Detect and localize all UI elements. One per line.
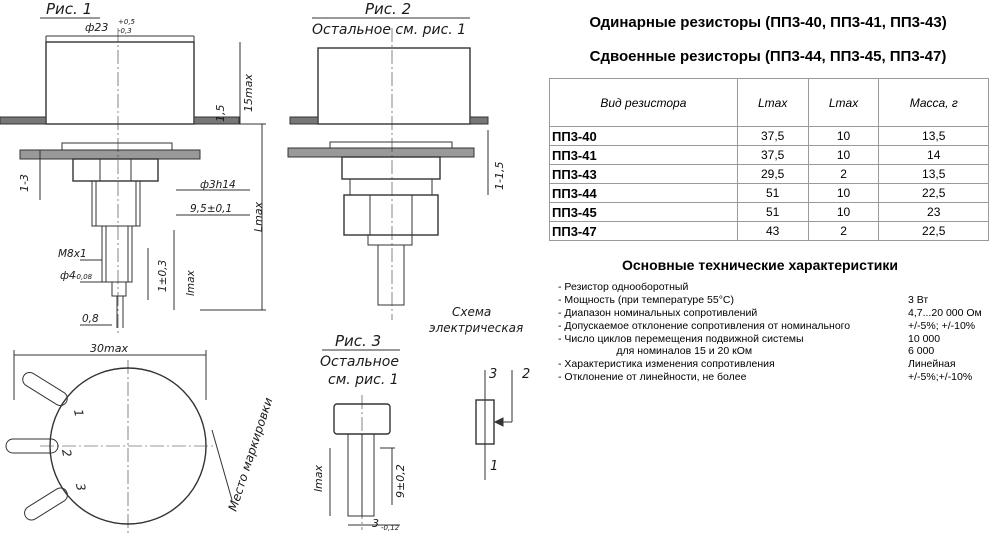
fig1-title: Рис. 1 [46,0,92,18]
fig1-dim-4: ф4 [60,270,76,282]
figure-1 [0,17,266,335]
cell-lmax: 37,5 [736,126,809,146]
fig1-dim-lmax-small: lmax [185,269,197,296]
cell-type: ПП3-43 [549,164,738,184]
char-value: +/-5%;+/-10% [908,371,973,384]
char-label: - Диапазон номинальных сопротивлений [558,306,758,319]
char-label: - Отклонение от линейности, не более [558,371,747,384]
char-label: - Резистор однооборотный [558,281,689,293]
fig3-title: Рис. 3 [335,332,381,350]
char-label: - Допускаемое отклонение сопротивления о… [558,319,851,332]
cell-lmax-small: 10 [807,183,880,203]
fig1-dim-4-tol: -0,08 [74,273,93,281]
fig2-subtitle: Остальное см. рис. 1 [312,22,466,38]
technical-drawing: Рис. 1 ф23 +0,5 -0,3 15max 1,5 1-3 Lmax … [0,0,530,535]
char-value: Линейная [908,358,956,371]
bottom-pin-1: 1 [71,408,86,418]
fig1-dim-m8: M8x1 [58,248,87,260]
cell-lmax: 51 [736,183,809,203]
bottom-dim-30max: 30max [90,342,128,355]
char-value: +/-5%; +/-10% [908,319,976,332]
cell-lmax: 43 [736,221,809,241]
header-type: Вид резистора [549,78,738,127]
schema [475,370,513,480]
fig3-dim-3-tol: -0,12 [381,524,400,532]
schema-title-1: Схема [452,305,491,319]
table-header-row: Вид резистора Lmax Lmax Масса, г [549,78,989,127]
fig1-dim-1-03: 1±0,3 [157,260,169,292]
cell-lmax-small: 10 [807,126,880,146]
char-value: 6 000 [908,345,935,358]
cell-type: ПП3-47 [549,221,738,241]
bottom-pin-2: 2 [59,448,74,458]
fig1-dim-13: 1-3 [18,174,31,192]
fig3-dim-9: 9±0,2 [394,464,407,498]
cell-mass: 23 [878,202,989,222]
figure-2 [287,17,489,320]
schema-title-2: электрическая [429,321,523,335]
fig1-dim-95: 9,5±0,1 [190,203,232,215]
fig1-dim-08: 0,8 [82,313,99,325]
figure-3 [322,349,400,530]
cell-mass: 13,5 [878,126,989,146]
cell-mass: 22,5 [878,183,989,203]
schema-pin-2: 2 [522,367,530,382]
fig3-subtitle-1: Остальное [320,354,399,370]
fig1-dia-tol-lo: -0,3 [118,27,132,35]
char-label: - Характеристика изменения сопротивления [558,358,775,371]
bottom-view [5,350,233,535]
cell-type: ПП3-40 [549,126,738,146]
header-lmax-small: Lmax [807,78,880,127]
fig1-dim-15: 1,5 [214,105,227,123]
header-lmax: Lmax [736,78,809,127]
fig1-dim-3h14: ф3h14 [200,179,236,191]
char-value: 3 Вт [908,293,929,306]
char-label: для номиналов 15 и 20 кОм [558,345,753,358]
fig2-dim-115: 1-1,5 [493,162,506,190]
cell-type: ПП3-44 [549,183,738,203]
characteristics-title: Основные технические характеристики [621,257,899,273]
fig3-dim-3: 3 [372,517,379,530]
char-label: - Число циклов перемещения подвижной сис… [558,332,804,345]
schema-pin-1: 1 [490,459,498,474]
char-value: 10 000 [908,332,941,345]
cell-lmax: 37,5 [736,145,809,165]
title-double-resistors: Сдвоенные резисторы (ПП3-44, ПП3-45, ПП3… [589,48,947,65]
char-label: - Мощность (при температуре 55°С) [558,293,734,306]
header-mass: Масса, г [878,78,989,127]
fig3-dim-lmax: lmax [312,464,325,492]
fig3-subtitle-2: см. рис. 1 [328,372,399,388]
cell-mass: 14 [878,145,989,165]
cell-lmax-small: 10 [807,202,880,222]
bottom-mark-place: Место маркировки [226,396,276,513]
fig1-dia: ф23 [85,21,108,34]
schema-pin-3: 3 [489,367,497,382]
cell-lmax-small: 2 [807,221,880,241]
fig2-title: Рис. 2 [365,0,411,18]
cell-lmax-small: 2 [807,164,880,184]
fig1-dia-tol-up: +0,5 [118,18,136,26]
cell-mass: 22,5 [878,221,989,241]
cell-lmax: 29,5 [736,164,809,184]
cell-type: ПП3-45 [549,202,738,222]
cell-mass: 13,5 [878,164,989,184]
fig1-dim-15max: 15max [242,74,255,112]
char-value: 4,7...20 000 Ом [908,306,982,319]
title-single-resistors: Одинарные резисторы (ПП3-40, ПП3-41, ПП3… [589,14,947,31]
fig1-dim-lmax: Lmax [252,201,265,232]
cell-lmax: 51 [736,202,809,222]
cell-type: ПП3-41 [549,145,738,165]
bottom-pin-3: 3 [73,482,88,492]
cell-lmax-small: 10 [807,145,880,165]
